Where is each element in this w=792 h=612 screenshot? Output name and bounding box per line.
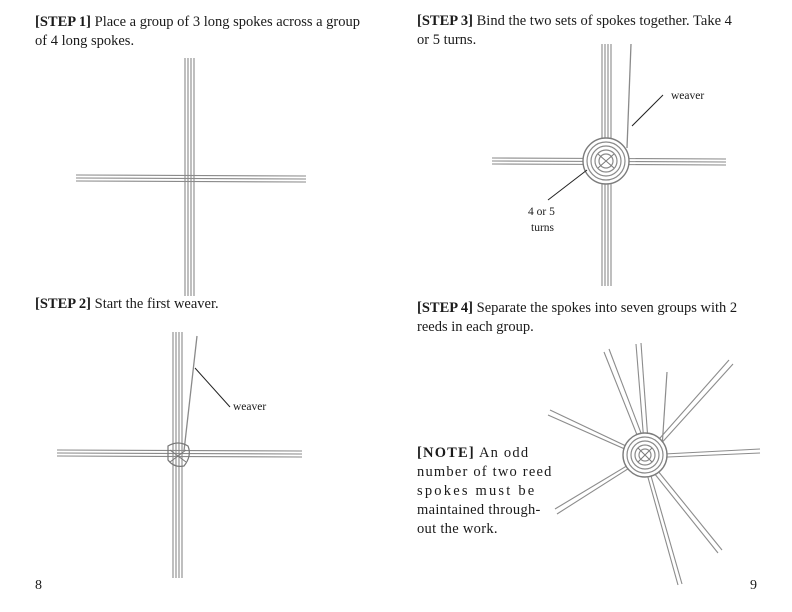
step1-spokes-figure	[75, 58, 307, 296]
step4-line1: Separate the spokes into seven groups wi…	[473, 300, 738, 316]
note-text: [NOTE] An odd number of two reed spokes …	[417, 444, 557, 539]
step4-hub	[622, 432, 668, 478]
step1-text: [STEP 1] Place a group of 3 long spokes …	[35, 13, 390, 51]
step3-turns-label-2: turns	[531, 222, 555, 234]
step2-body: Start the first weaver.	[91, 296, 219, 312]
note-line2: number of two reed	[417, 464, 553, 480]
note-line1: An odd	[474, 445, 530, 461]
note-tag: [NOTE]	[417, 445, 475, 461]
note-line5: out the work.	[417, 521, 498, 537]
step3-line1: Bind the two sets of spokes together. Ta…	[473, 13, 732, 29]
note-line4: maintained through-	[417, 502, 541, 518]
step4-text: [STEP 4] Separate the spokes into seven …	[417, 299, 777, 337]
note-line3: spokes must be	[417, 483, 537, 499]
step3-line2: or 5 turns.	[417, 32, 477, 48]
step1-line2: of 4 long spokes.	[35, 33, 135, 49]
step3-tag: [STEP 3]	[417, 13, 473, 29]
step3-hub	[582, 137, 630, 185]
page-number-left: 8	[35, 578, 42, 593]
step3-weaver-pointer: weaver	[631, 90, 704, 127]
step3-turns-pointer: 4 or 5 turns	[528, 169, 588, 234]
step3-weaver-label: weaver	[671, 90, 704, 102]
step4-line2: reeds in each group.	[417, 319, 534, 335]
step4-tag: [STEP 4]	[417, 300, 473, 316]
step3-text: [STEP 3] Bind the two sets of spokes tog…	[417, 12, 777, 50]
step1-line1: Place a group of 3 long spokes across a …	[91, 14, 360, 30]
step2-weaver-pointer: weaver	[194, 367, 266, 413]
step3-turns-label-1: 4 or 5	[528, 206, 555, 218]
step2-text: [STEP 2] Start the first weaver.	[35, 295, 219, 314]
step2-tag: [STEP 2]	[35, 296, 91, 312]
page-number-right: 9	[750, 578, 757, 593]
step2-spokes-figure	[56, 332, 303, 578]
step2-weaver-label: weaver	[233, 401, 266, 413]
step1-tag: [STEP 1]	[35, 14, 91, 30]
